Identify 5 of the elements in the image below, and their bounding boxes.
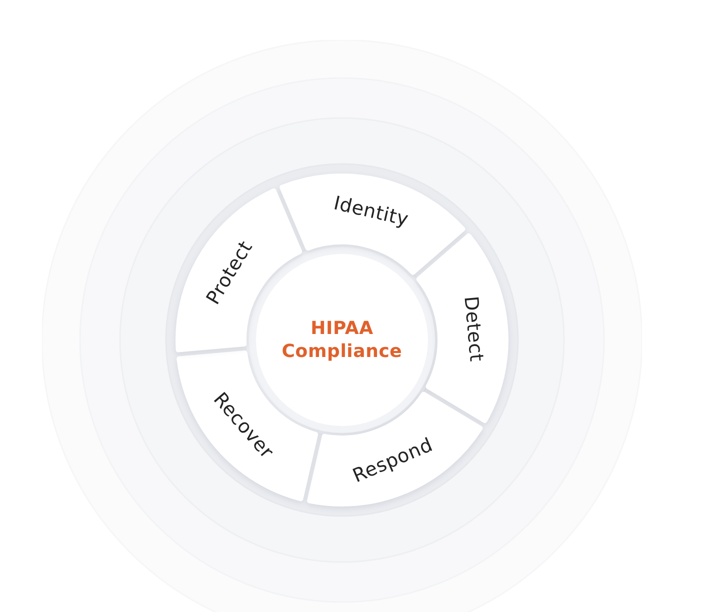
ring-segment <box>415 232 509 424</box>
ring-segment <box>279 173 466 277</box>
segment-label: Detect <box>460 295 485 362</box>
ring-segment <box>306 390 484 507</box>
center-label: HIPAA Compliance <box>280 316 404 364</box>
